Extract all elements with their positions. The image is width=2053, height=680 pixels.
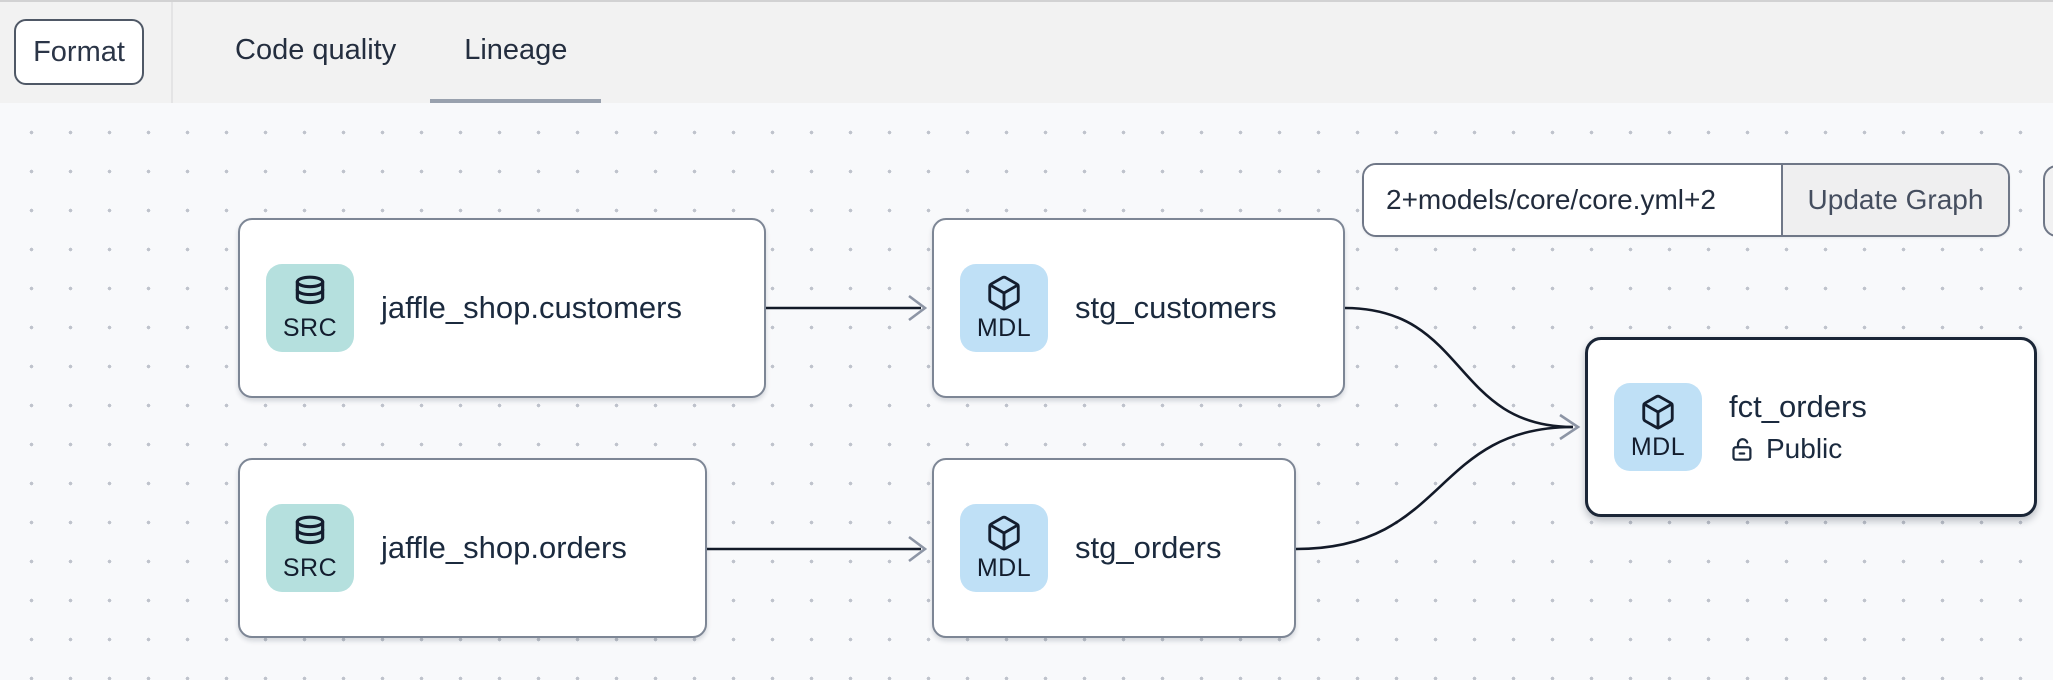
node-stg-orders[interactable]: MDL stg_orders [932, 458, 1296, 638]
source-badge: SRC [266, 504, 354, 592]
node-selector-group: Update Graph [1362, 163, 2010, 237]
badge-label: SRC [282, 553, 338, 582]
node-label: jaffle_shop.orders [381, 530, 627, 565]
node-label: jaffle_shop.customers [381, 290, 682, 325]
toolbar: Format Code quality Lineage [0, 0, 2053, 105]
access-label: Public [1766, 433, 1843, 464]
model-badge: MDL [960, 264, 1048, 352]
badge-label: MDL [1630, 432, 1686, 461]
unlock-icon [1732, 437, 1752, 461]
node-stg-customers[interactable]: MDL stg_customers [932, 218, 1345, 398]
update-graph-button[interactable]: Update Graph [1781, 165, 2008, 235]
source-badge: SRC [266, 264, 354, 352]
tab-code-quality[interactable]: Code quality [235, 34, 397, 66]
partial-button-right-edge[interactable] [2043, 165, 2053, 237]
node-label: stg_orders [1075, 530, 1222, 565]
format-button[interactable]: Format [14, 19, 144, 85]
node-jaffle-shop-customers[interactable]: SRC jaffle_shop.customers [238, 218, 766, 398]
node-label: stg_customers [1075, 290, 1277, 325]
cube-icon [988, 275, 1020, 310]
database-icon [295, 515, 325, 544]
badge-label: SRC [282, 313, 338, 342]
badge-label: MDL [976, 313, 1032, 342]
cube-icon [1642, 394, 1674, 429]
cube-icon [988, 515, 1020, 550]
database-icon [295, 275, 325, 304]
model-badge: MDL [960, 504, 1048, 592]
node-selector-input[interactable] [1364, 165, 1781, 235]
tab-lineage[interactable]: Lineage [430, 2, 602, 105]
access-row: Public [1729, 433, 1867, 465]
tab-bar: Code quality Lineage [201, 2, 602, 105]
node-label: fct_orders [1729, 389, 1867, 424]
toolbar-divider [171, 2, 173, 105]
model-badge: MDL [1614, 383, 1702, 471]
node-text: fct_orders Public [1729, 389, 1867, 465]
node-fct-orders[interactable]: MDL fct_orders Public [1585, 337, 2037, 517]
node-jaffle-shop-orders[interactable]: SRC jaffle_shop.orders [238, 458, 707, 638]
badge-label: MDL [976, 553, 1032, 582]
